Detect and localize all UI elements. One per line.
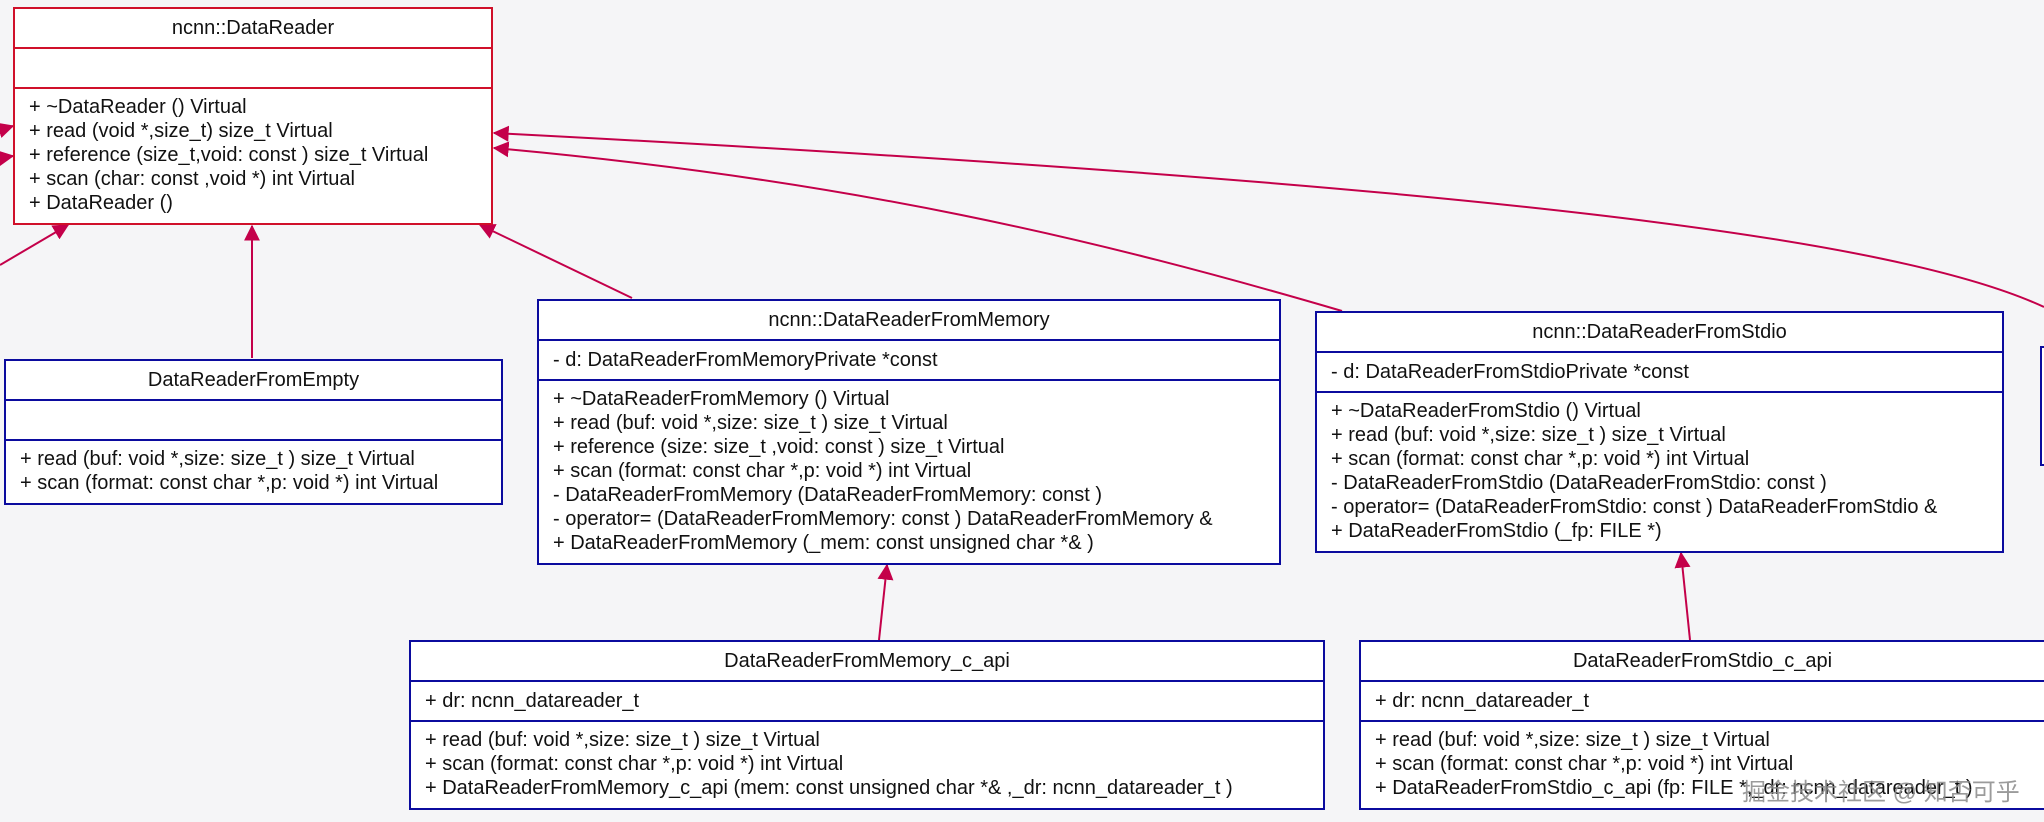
edge-stdio-c-api-to-stdio [1674, 551, 1691, 641]
class-operations: + read (buf: void *,size: size_t ) size_… [6, 441, 501, 503]
class-title: ncnn::DataReader [15, 9, 491, 49]
operation: + ~DataReader () Virtual [29, 96, 247, 118]
operation: + DataReaderFromMemory (_mem: const unsi… [553, 532, 1094, 554]
class-datareader-from-stdio: ncnn::DataReaderFromStdio - d: DataReade… [1315, 311, 2004, 553]
operation: + reference (size_t,void: const ) size_t… [29, 144, 429, 166]
class-datareader-from-memory: ncnn::DataReaderFromMemory - d: DataRead… [537, 299, 1281, 565]
class-datareader-from-empty: DataReaderFromEmpty + read (buf: void *,… [4, 359, 503, 505]
class-attributes [6, 401, 501, 441]
class-title: ncnn::DataReaderFromStdio [1317, 313, 2002, 353]
watermark: 掘金技术社区 @ 知否可乎 [1742, 779, 2020, 806]
operation: + scan (format: const char *,p: void *) … [553, 460, 972, 482]
class-attributes: - d: DataReaderFromMemoryPrivate *const [539, 341, 1279, 381]
operation: + ~DataReaderFromStdio () Virtual [1331, 400, 1641, 422]
class-attributes: + dr: ncnn_datareader_t [411, 682, 1323, 722]
operation: + ~DataReaderFromMemory () Virtual [553, 388, 890, 410]
edge-offscreen-left-1 [0, 122, 15, 138]
class-operations: + ~DataReaderFromStdio () Virtual + read… [1317, 393, 2002, 551]
operation: + read (buf: void *,size: size_t ) size_… [425, 729, 820, 751]
operation: + read (buf: void *,size: size_t ) size_… [1331, 424, 1726, 446]
operation: + DataReaderFromMemory_c_api (mem: const… [425, 777, 1233, 799]
class-datareader: ncnn::DataReader + ~DataReader () Virtua… [13, 7, 493, 225]
class-operations: + read (buf: void *,size: size_t ) size_… [411, 722, 1323, 808]
class-title: DataReaderFromMemory_c_api [411, 642, 1323, 682]
operation: + scan (format: const char *,p: void *) … [1375, 753, 1794, 775]
operation: + read (buf: void *,size: size_t ) size_… [20, 448, 415, 470]
operation: + scan (format: const char *,p: void *) … [1331, 448, 1750, 470]
operation: - DataReaderFromMemory (DataReaderFromMe… [553, 484, 1103, 506]
class-operations: + ~DataReader () Virtual + read (void *,… [15, 89, 491, 223]
class-title: ncnn::DataReaderFromMemory [539, 301, 1279, 341]
edge-offscreen-left-2 [0, 150, 15, 167]
operation: - operator= (DataReaderFromMemory: const… [553, 508, 1213, 530]
edge-memory-c-api-to-memory [877, 563, 894, 641]
operation: + DataReader () [29, 192, 173, 214]
class-operations: + ~DataReaderFromMemory () Virtual + rea… [539, 381, 1279, 563]
class-attributes: + dr: ncnn_datareader_t [1361, 682, 2044, 722]
class-attributes: - d: DataReaderFromStdioPrivate *const [1317, 353, 2002, 393]
operation: - DataReaderFromStdio (DataReaderFromStd… [1331, 472, 1827, 494]
class-datareader-from-memory-c-api: DataReaderFromMemory_c_api + dr: ncnn_da… [409, 640, 1325, 810]
operation: - operator= (DataReaderFromStdio: const … [1331, 496, 1938, 518]
operation: + reference (size: size_t ,void: const )… [553, 436, 1005, 458]
operation: + read (buf: void *,size: size_t ) size_… [1375, 729, 1770, 751]
edge-offscreen-left-3 [0, 224, 70, 266]
operation: + scan (char: const ,void *) int Virtual [29, 168, 355, 190]
operation: + DataReaderFromStdio_c_api (fp: FILE *,… [1375, 777, 1973, 799]
class-title: DataReaderFromEmpty [6, 361, 501, 401]
operation: + scan (format: const char *,p: void *) … [20, 472, 439, 494]
operation: + read (buf: void *,size: size_t ) size_… [553, 412, 948, 434]
class-datareader-from-stdio-c-api: DataReaderFromStdio_c_api + dr: ncnn_dat… [1359, 640, 2044, 810]
edge-offscreen-right [492, 125, 2044, 308]
class-title: DataReaderFromStdio_c_api [1361, 642, 2044, 682]
edge-stdio-to-base [492, 141, 1343, 312]
operation: + read (void *,size_t) size_t Virtual [29, 120, 333, 142]
class-offscreen-right [2040, 346, 2044, 466]
class-operations: + read (buf: void *,size: size_t ) size_… [1361, 722, 2044, 808]
edge-memory-to-base [478, 224, 633, 299]
operation: + DataReaderFromStdio (_fp: FILE *) [1331, 520, 1662, 542]
operation: + scan (format: const char *,p: void *) … [425, 753, 844, 775]
class-attributes [15, 49, 491, 89]
